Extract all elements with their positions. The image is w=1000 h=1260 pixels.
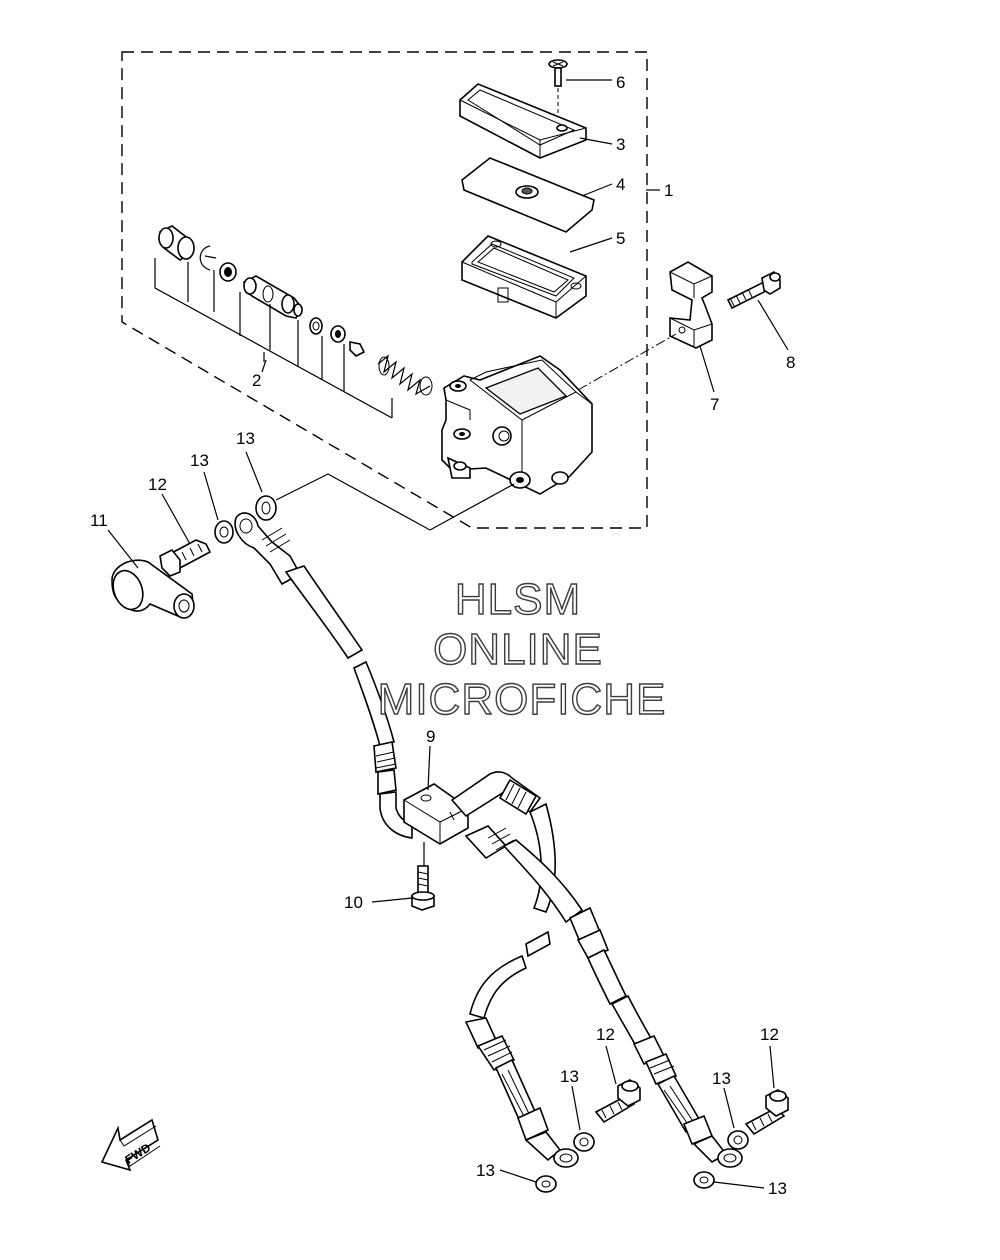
watermark-line-2: ONLINE [433, 625, 603, 674]
leader-lines [107, 79, 789, 1189]
master-cylinder-body [441, 355, 593, 495]
lower-union-bolt-left [594, 1079, 641, 1124]
lower-union-bolt-right [744, 1089, 789, 1136]
callout-13-lower-c: 13 [712, 1069, 731, 1088]
brake-hose-joint [403, 783, 469, 845]
callout-8: 8 [786, 353, 795, 372]
lower-washer-a [573, 1132, 595, 1152]
lower-washer-b [535, 1175, 557, 1193]
callout-11: 11 [90, 511, 108, 530]
upper-washer-b [255, 495, 277, 521]
callout-4: 4 [616, 175, 625, 194]
rubber-cover [111, 559, 195, 619]
fwd-arrow-icon: FWD [100, 1118, 161, 1172]
callout-7: 7 [710, 395, 719, 414]
callout-13-lower-d: 13 [768, 1179, 787, 1198]
callout-5: 5 [616, 229, 625, 248]
watermark-line-1: HLSM [455, 575, 581, 624]
callout-13-lower-a: 13 [560, 1067, 579, 1086]
callout-13-upper-b: 13 [236, 429, 255, 448]
piston-kit [154, 225, 433, 419]
callout-12-lower-left: 12 [596, 1025, 615, 1044]
lower-washer-c [727, 1130, 749, 1150]
upper-washer-a [214, 520, 234, 544]
holder-bolt [726, 270, 781, 310]
reservoir-cap [459, 83, 587, 159]
callout-12-lower-right: 12 [760, 1025, 779, 1044]
diaphragm-gasket [461, 235, 587, 319]
callout-10: 10 [344, 893, 363, 912]
lower-washer-d [693, 1171, 715, 1189]
diaphragm-plate [461, 157, 595, 233]
assembly-boundary [121, 51, 648, 529]
callout-12-upper: 12 [148, 475, 167, 494]
upper-brake-hose [234, 512, 413, 839]
callout-1: 1 [664, 181, 673, 200]
callout-13-lower-b: 13 [476, 1161, 495, 1180]
callout-13-upper-a: 13 [190, 451, 209, 470]
callout-6: 6 [616, 73, 625, 92]
lower-right-brake-hose [464, 825, 743, 1168]
watermark-line-3: MICROFICHE [378, 675, 667, 724]
upper-union-bolt [159, 539, 212, 577]
joint-bolt [411, 865, 435, 911]
lower-left-brake-hose [450, 771, 579, 1168]
cap-screw [548, 59, 568, 128]
callout-9: 9 [426, 727, 435, 746]
callout-3: 3 [616, 135, 625, 154]
master-cylinder-holder [669, 261, 713, 349]
callout-2: 2 [252, 371, 261, 390]
